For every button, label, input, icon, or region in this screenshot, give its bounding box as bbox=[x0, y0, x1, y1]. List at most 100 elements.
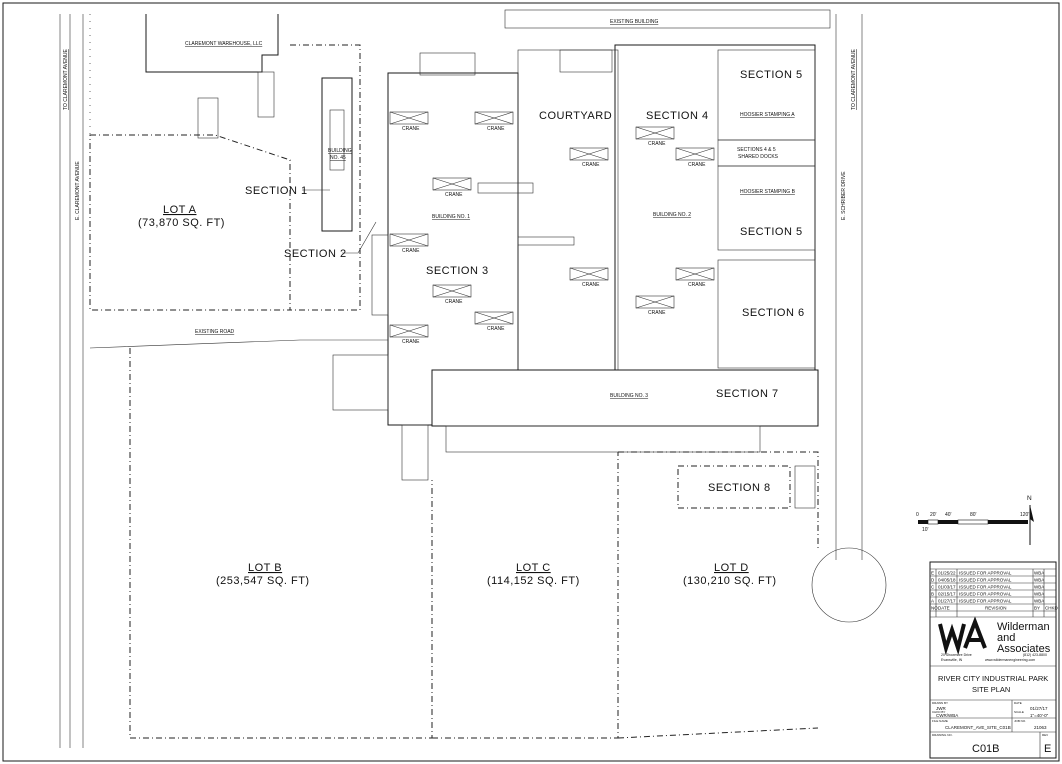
firm-web: www.wildermanengineering.com bbox=[985, 658, 1035, 662]
lot-d-boundary bbox=[617, 451, 819, 739]
rev-b-no: B bbox=[931, 592, 934, 597]
lot-b-boundary bbox=[129, 348, 433, 739]
street-left-2-label: E. CLAREMONT AVENUE bbox=[75, 161, 81, 220]
section-4-label: SECTION 4 bbox=[646, 110, 709, 122]
project-title: RIVER CITY INDUSTRIAL PARK bbox=[938, 674, 1048, 683]
lot-c-area: (114,152 SQ. FT) bbox=[487, 575, 580, 587]
building-45-label-2: NO. 45 bbox=[330, 155, 346, 161]
title-block bbox=[929, 561, 1057, 759]
revision-rows: E 01/25/22 ISSUED FOR APPROVAL WBA D 04/… bbox=[931, 571, 1059, 611]
firm-phone: (812) 423-8800 bbox=[1023, 653, 1047, 657]
rev-e-desc: ISSUED FOR APPROVAL bbox=[959, 571, 1012, 576]
courtyard-label: COURTYARD bbox=[539, 110, 612, 122]
rev-e-no: E bbox=[931, 571, 934, 576]
building-45-label-1: BUILDING bbox=[328, 148, 352, 154]
drawing-no-label: DRAWING NO. bbox=[932, 733, 953, 737]
crane-label: CRANE bbox=[648, 141, 666, 147]
lot-d-name: LOT D bbox=[714, 562, 749, 574]
firm-name-2: and bbox=[997, 632, 1015, 644]
rev-a-date: 01/27/17 bbox=[938, 599, 956, 604]
crane-label: CRANE bbox=[648, 310, 666, 316]
scale-tick-120: 120' bbox=[1020, 512, 1029, 518]
firm-logo-icon bbox=[938, 616, 987, 656]
crane-label: CRANE bbox=[402, 126, 420, 132]
rev-header-chkd: CHKD bbox=[1045, 606, 1059, 611]
shared-docks-room bbox=[717, 139, 816, 167]
north-label: N bbox=[1027, 495, 1032, 502]
crane-label: CRANE bbox=[402, 248, 420, 254]
job-label: JOB NO. bbox=[1014, 719, 1026, 723]
street-right bbox=[811, 14, 887, 623]
shared-docks-label-1: SECTIONS 4 & 5 bbox=[737, 147, 776, 153]
file-value: CLAREMONT_AVE_SITE_C01B bbox=[945, 725, 1011, 730]
scale-label: SCALE bbox=[1014, 710, 1024, 714]
rev-d-by: WBA bbox=[1034, 578, 1044, 583]
checked-label: CHKD BY bbox=[932, 710, 945, 714]
claremont-warehouse bbox=[145, 14, 279, 139]
existing-road-boundary bbox=[89, 339, 388, 349]
courtyard bbox=[517, 49, 619, 371]
rev-a-by: WBA bbox=[1034, 599, 1044, 604]
building-45 bbox=[321, 77, 353, 232]
building-3-label: BUILDING NO. 3 bbox=[610, 393, 648, 399]
building-2-outline bbox=[614, 44, 816, 371]
crane-label: CRANE bbox=[445, 299, 463, 305]
crane-label: CRANE bbox=[487, 126, 505, 132]
section-5b-room bbox=[717, 165, 816, 251]
crane-label: CRANE bbox=[402, 339, 420, 345]
lot-c-boundary bbox=[432, 452, 619, 739]
existing-building bbox=[504, 9, 831, 29]
crane-label: CRANE bbox=[582, 162, 600, 168]
lot-a-name: LOT A bbox=[163, 204, 197, 216]
scale-tick-20: 20' bbox=[930, 512, 937, 518]
street-left-1-label: TO CLAREMONT AVENUE bbox=[63, 48, 69, 110]
crane-label: CRANE bbox=[688, 162, 706, 168]
lot-a-boundary bbox=[89, 134, 291, 311]
section-5a-room bbox=[717, 49, 816, 141]
rev-value: E bbox=[1044, 743, 1051, 755]
north-arrow-icon bbox=[1029, 505, 1034, 545]
drawn-by-value: JWR bbox=[936, 706, 946, 711]
rev-b-desc: ISSUED FOR APPROVAL bbox=[959, 592, 1012, 597]
rev-a-desc: ISSUED FOR APPROVAL bbox=[959, 599, 1012, 604]
crane-label: CRANE bbox=[445, 192, 463, 198]
existing-building-label: EXISTING BUILDING bbox=[610, 19, 658, 25]
firm-name-1: Wilderman bbox=[997, 621, 1050, 633]
rev-b-date: 02/15/17 bbox=[938, 592, 956, 597]
firm-name-3: Associates bbox=[997, 643, 1051, 655]
scale-bar bbox=[918, 519, 1028, 525]
firm-address-1: 20 Showmore Drive bbox=[941, 653, 972, 657]
section-1-label: SECTION 1 bbox=[245, 185, 308, 197]
existing-road-label: EXISTING ROAD bbox=[195, 329, 235, 335]
scale-tick-0: 0 bbox=[916, 512, 919, 518]
crane-label: CRANE bbox=[688, 282, 706, 288]
rev-d-desc: ISSUED FOR APPROVAL bbox=[959, 578, 1012, 583]
section-8-outline bbox=[677, 465, 791, 509]
scale-tick-80: 80' bbox=[970, 512, 977, 518]
crane-label: CRANE bbox=[582, 282, 600, 288]
section-2-label: SECTION 2 bbox=[284, 248, 347, 260]
shared-docks-label-2: SHARED DOCKS bbox=[738, 154, 779, 160]
scale-tick-10: 10' bbox=[922, 527, 929, 533]
rev-label: REV bbox=[1042, 733, 1048, 737]
crane-labels: CRANE CRANE CRANE CRANE CRANE CRANE CRAN… bbox=[402, 126, 706, 345]
scale-tick-40: 40' bbox=[945, 512, 952, 518]
hoosier-a-label: HOOSIER STAMPING A bbox=[740, 112, 795, 118]
section-8-label: SECTION 8 bbox=[708, 482, 771, 494]
rev-e-by: WBA bbox=[1034, 571, 1044, 576]
section-2-leader bbox=[342, 221, 377, 254]
firm-address-2: Evansville, IN bbox=[941, 658, 963, 662]
section-5a-label: SECTION 5 bbox=[740, 69, 803, 81]
rev-b-by: WBA bbox=[1034, 592, 1044, 597]
section-3-label: SECTION 3 bbox=[426, 265, 489, 277]
rev-c-desc: ISSUED FOR APPROVAL bbox=[959, 585, 1012, 590]
section-5b-label: SECTION 5 bbox=[740, 226, 803, 238]
hoosier-b-label: HOOSIER STAMPING B bbox=[740, 189, 796, 195]
street-right-2-label: E. SCHRIBER DRIVE bbox=[841, 171, 847, 220]
section-7-label: SECTION 7 bbox=[716, 388, 779, 400]
rev-d-date: 04/05/18 bbox=[938, 578, 956, 583]
lot-d-area: (130,210 SQ. FT) bbox=[683, 575, 777, 587]
rev-header-no: NO. bbox=[931, 606, 939, 611]
rev-header-revision: REVISION bbox=[985, 606, 1007, 611]
